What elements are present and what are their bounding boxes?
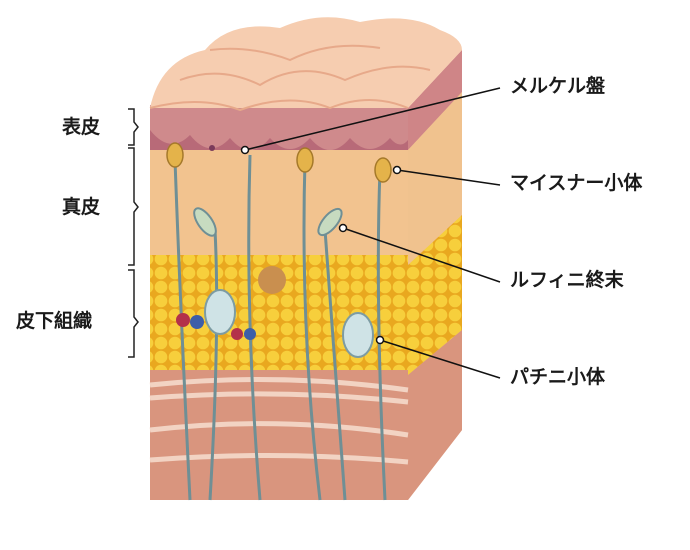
label-meissner: マイスナー小体 bbox=[510, 172, 643, 194]
layer-brackets bbox=[128, 108, 139, 358]
label-epidermis: 表皮 bbox=[62, 116, 101, 138]
dermis-layer bbox=[150, 150, 408, 265]
leader-lines bbox=[244, 87, 501, 379]
label-subcutis: 皮下組織 bbox=[16, 310, 93, 332]
label-pacini: パチニ小体 bbox=[510, 366, 606, 388]
label-dermis: 真皮 bbox=[62, 196, 101, 218]
bracket-subcutis bbox=[128, 269, 139, 358]
sweat-gland bbox=[258, 266, 286, 294]
meissner-corpuscles bbox=[166, 142, 392, 183]
pacinian-corpuscles bbox=[204, 289, 374, 358]
bracket-epidermis bbox=[128, 108, 139, 146]
skin-surface bbox=[149, 17, 462, 112]
ruffini-endings bbox=[193, 207, 343, 237]
label-merkel: メルケル盤 bbox=[510, 75, 606, 97]
bracket-dermis bbox=[128, 147, 139, 266]
label-ruffini: ルフィニ終末 bbox=[510, 269, 624, 291]
blood-vessels bbox=[176, 313, 256, 340]
